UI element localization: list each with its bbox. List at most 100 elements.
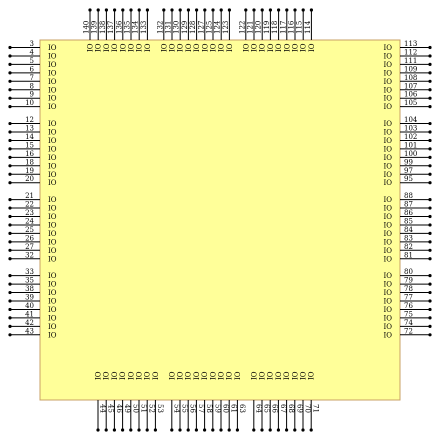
pin-dot-right-95 (428, 181, 432, 185)
pin-number-left-41: 41 (25, 310, 34, 318)
pin-io-label-right-107: IO (383, 86, 392, 94)
pin-io-label-right-84: IO (383, 230, 392, 238)
pin-io-label-top-135: IO (128, 43, 136, 52)
pin-dot-left-14 (8, 138, 12, 143)
pin-number-top-122: 122 (238, 21, 246, 34)
pin-io-label-right-76: IO (383, 306, 392, 314)
pin-io-label-left-16: IO (48, 154, 57, 162)
pin-dot-top-128 (195, 8, 199, 12)
pin-number-left-40: 40 (25, 302, 34, 310)
pin-dot-left-19 (8, 172, 12, 176)
pin-dot-bottom-64 (252, 428, 256, 432)
pin-dot-bottom-52 (145, 428, 149, 432)
pin-io-label-left-40: IO (48, 306, 57, 314)
pin-number-bottom-71: 71 (312, 404, 320, 413)
pin-number-top-121: 121 (247, 21, 255, 34)
pin-number-top-129: 129 (181, 21, 189, 34)
pin-number-top-138: 138 (99, 21, 107, 34)
pin-io-label-left-8: IO (48, 86, 57, 94)
pin-number-left-6: 6 (30, 65, 35, 73)
pin-dot-left-5 (8, 62, 12, 66)
pin-number-left-26: 26 (25, 234, 34, 242)
pin-dot-right-72 (428, 333, 432, 337)
pin-io-label-left-13: IO (48, 129, 57, 137)
pin-dot-bottom-66 (268, 428, 272, 432)
pin-number-top-118: 118 (271, 21, 279, 34)
pin-number-top-139: 139 (91, 21, 99, 34)
pin-dot-right-102 (428, 138, 432, 143)
pin-dot-right-76 (428, 307, 432, 312)
pin-dot-bottom-71 (309, 428, 313, 432)
pin-io-label-bottom-57: IO (193, 371, 201, 380)
pin-io-label-left-22: IO (48, 205, 57, 213)
pin-number-bottom-56: 56 (189, 404, 197, 413)
pin-io-label-bottom-54: IO (168, 371, 176, 380)
pin-number-right-109: 109 (404, 65, 417, 73)
pin-dot-bottom-46 (112, 428, 116, 432)
pin-io-label-bottom-46: IO (111, 371, 119, 380)
pin-dot-top-136 (121, 8, 125, 12)
pin-io-label-bottom-53: IO (152, 371, 160, 380)
pin-dot-right-104 (428, 121, 432, 126)
pin-dot-top-130 (178, 8, 182, 12)
pin-io-label-top-114: IO (308, 43, 316, 52)
pin-io-label-bottom-67: IO (275, 371, 283, 380)
pin-io-label-bottom-63: IO (234, 371, 242, 380)
pin-dot-left-32 (8, 257, 12, 261)
pin-number-left-13: 13 (25, 125, 34, 133)
pin-io-label-top-140: IO (87, 43, 95, 52)
pin-dot-left-15 (8, 147, 12, 151)
pin-number-left-9: 9 (30, 91, 34, 99)
pin-number-right-106: 106 (404, 91, 418, 99)
pin-dot-left-6 (8, 71, 12, 75)
pin-io-label-right-85: IO (383, 221, 392, 229)
pin-dot-top-140 (88, 8, 92, 12)
pin-number-top-137: 137 (107, 21, 115, 34)
pin-number-top-130: 130 (173, 21, 181, 34)
pin-number-left-20: 20 (25, 175, 34, 183)
pin-io-label-left-10: IO (48, 103, 57, 111)
pin-io-label-left-7: IO (48, 78, 57, 86)
pin-number-bottom-51: 51 (140, 404, 148, 413)
pin-dot-right-79 (428, 282, 432, 286)
pin-number-top-124: 124 (214, 20, 222, 34)
pin-number-right-112: 112 (404, 48, 417, 56)
pin-dot-bottom-60 (219, 428, 223, 432)
pin-io-label-top-119: IO (267, 43, 275, 52)
pin-dot-left-22 (8, 206, 12, 210)
pin-number-bottom-61: 61 (230, 404, 238, 413)
pin-dot-bottom-70 (301, 428, 305, 432)
pin-number-right-72: 72 (404, 327, 413, 335)
pin-number-left-5: 5 (30, 57, 34, 65)
pin-number-top-132: 132 (156, 21, 164, 34)
pin-io-label-right-112: IO (383, 52, 392, 60)
pin-io-label-top-137: IO (111, 43, 119, 52)
pin-dot-top-117 (285, 8, 289, 12)
pin-number-top-119: 119 (263, 21, 271, 34)
pin-dot-top-132 (162, 8, 166, 12)
pin-number-left-25: 25 (25, 226, 34, 234)
pin-io-label-left-21: IO (48, 196, 57, 204)
pin-dot-right-100 (428, 155, 432, 159)
pin-dot-top-127 (203, 8, 207, 12)
pin-dot-left-42 (8, 324, 12, 328)
pin-io-label-bottom-64: IO (250, 371, 258, 380)
pin-dot-bottom-50 (129, 428, 133, 432)
pin-dot-bottom-59 (211, 428, 215, 432)
pin-io-label-top-130: IO (177, 43, 185, 52)
pin-io-label-left-42: IO (48, 323, 57, 331)
pin-number-top-120: 120 (255, 21, 263, 34)
pin-number-bottom-59: 59 (213, 404, 221, 413)
pin-number-top-133: 133 (140, 21, 148, 34)
pin-io-label-right-81: IO (383, 255, 392, 263)
pin-dot-bottom-57 (194, 428, 198, 432)
pin-number-bottom-63: 63 (238, 404, 246, 413)
pin-number-left-38: 38 (25, 285, 34, 293)
pin-dot-left-38 (8, 290, 12, 295)
pin-dot-right-82 (428, 248, 432, 252)
pin-number-bottom-49: 49 (123, 404, 131, 413)
pin-number-bottom-68: 68 (287, 404, 295, 413)
pin-number-bottom-69: 69 (295, 404, 303, 413)
pin-dot-bottom-67 (276, 428, 280, 432)
pin-io-label-bottom-69: IO (291, 371, 299, 380)
